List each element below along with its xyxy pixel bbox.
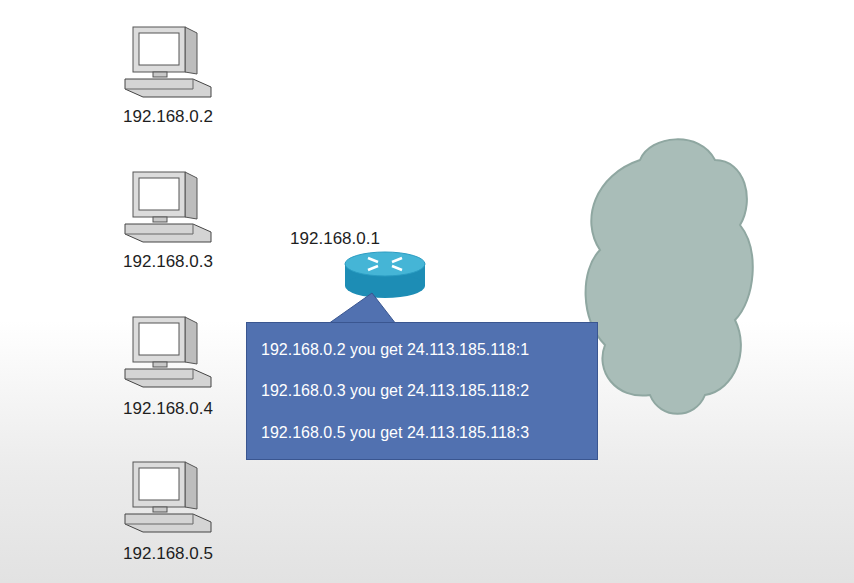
computer-icon	[125, 317, 211, 387]
host-address: 192.168.0.2	[123, 108, 213, 127]
router-address: 192.168.0.1	[290, 230, 380, 249]
router-icon	[345, 252, 425, 298]
mapping-entry: 192.168.0.5 you get 24.113.185.118:3	[261, 423, 583, 442]
nat-table-callout: 192.168.0.2 you get 24.113.185.118:1 192.…	[246, 322, 598, 460]
mapping-entry: 192.168.0.2 you get 24.113.185.118:1	[261, 340, 583, 359]
callout-pointer	[328, 293, 396, 324]
host-address: 192.168.0.3	[123, 253, 213, 272]
computer-icon	[125, 172, 211, 242]
internet-cloud	[586, 139, 753, 413]
mapping-entry: 192.168.0.3 you get 24.113.185.118:2	[261, 381, 583, 400]
computer-icon	[125, 462, 211, 532]
computer-icon	[125, 27, 211, 97]
host-address: 192.168.0.4	[123, 400, 213, 419]
host-address: 192.168.0.5	[123, 545, 213, 564]
